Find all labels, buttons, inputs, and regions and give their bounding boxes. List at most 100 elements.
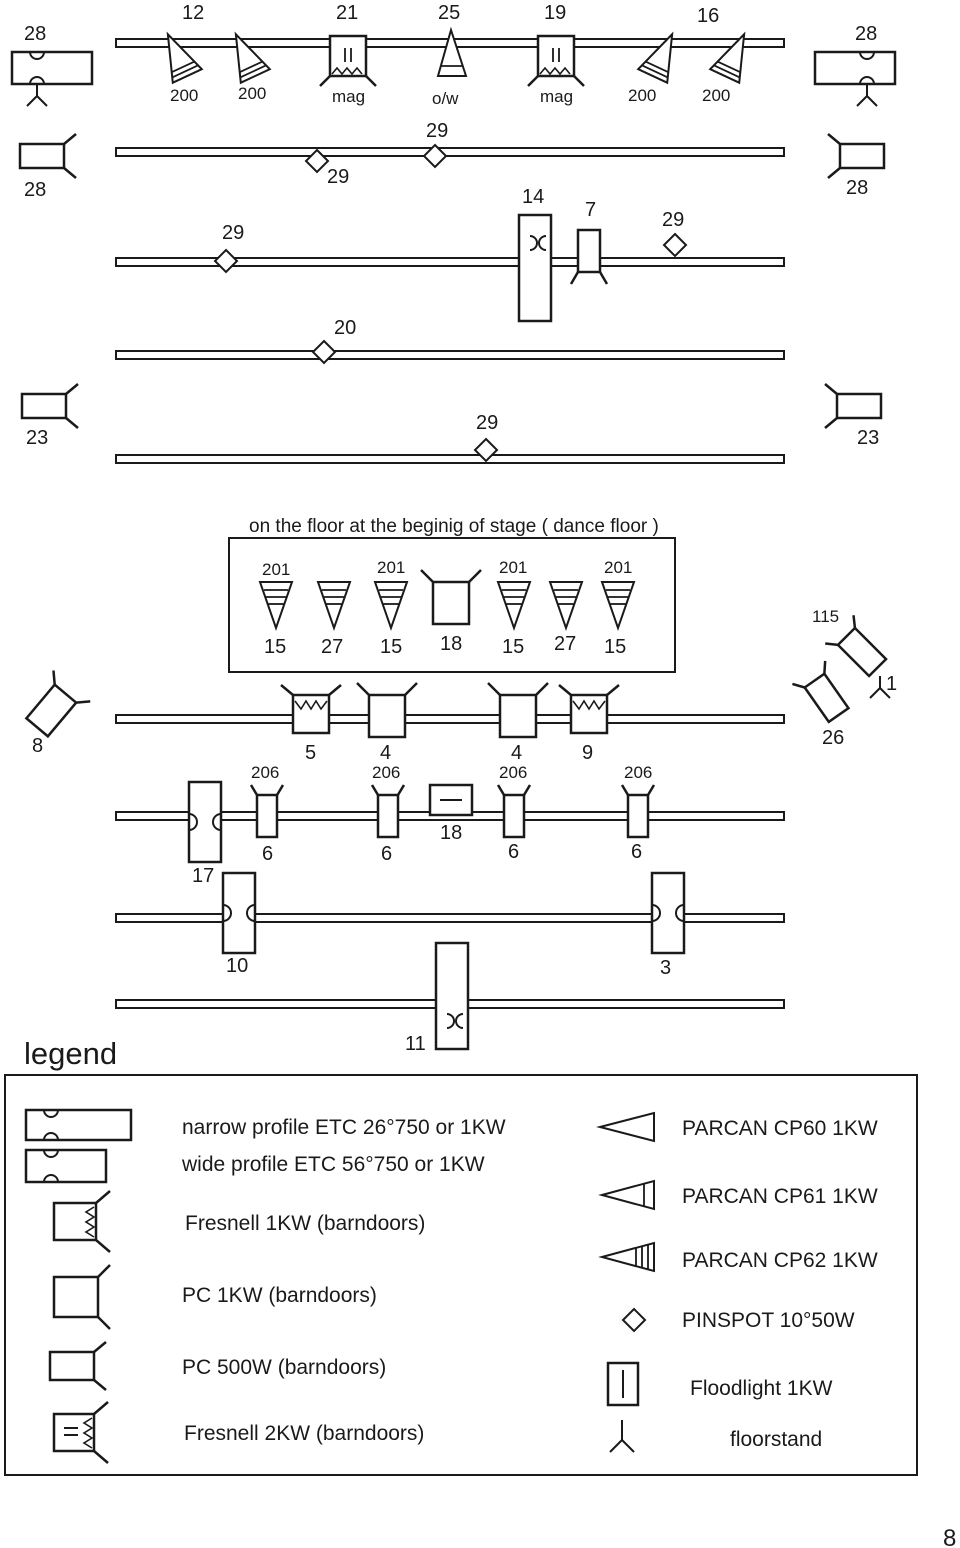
side-units: 8 115 1 26 (24, 607, 897, 757)
parcan-floor-1 (259, 581, 293, 629)
label-gel-ow: o/w (432, 89, 459, 108)
row-6: 5 4 4 9 (279, 681, 621, 764)
pipe-4 (115, 350, 785, 360)
label-floor-c7: 15 (604, 636, 626, 658)
label-floor-c3: 15 (380, 636, 402, 658)
row-4: 20 (312, 317, 356, 364)
profile-14 (517, 213, 553, 323)
label-r2-ch29b: 29 (426, 120, 448, 142)
label-gel-b: 200 (238, 84, 266, 103)
label-floor-c6: 27 (554, 633, 576, 655)
label-r3-ch14: 14 (522, 186, 544, 208)
legend-parcan-cp61-icon (598, 1179, 655, 1211)
label-r6-ch4b: 4 (511, 742, 522, 764)
label-floor-g3: 201 (499, 558, 527, 577)
legend-fresnel-1kw-icon (52, 1190, 111, 1253)
pc-500w-28-left (18, 132, 78, 180)
label-ch21: 21 (336, 2, 358, 24)
label-r3-ch29a: 29 (222, 222, 244, 244)
pc-500w-23-right (823, 382, 883, 430)
parcan-12b (234, 31, 272, 85)
pc-500w-26 (792, 660, 851, 724)
profile-3 (650, 871, 686, 955)
label-r6-ch9: 9 (582, 742, 593, 764)
label-r7-ch6b: 6 (381, 843, 392, 865)
label-r7-g1: 206 (251, 763, 279, 782)
label-r5-ch29: 29 (476, 412, 498, 434)
label-side-ch26: 26 (822, 727, 844, 749)
label-ch28-right: 28 (855, 23, 877, 45)
pc-500w-115 (825, 615, 888, 678)
profile-28-left (10, 50, 94, 107)
label-r2-ch28-left: 28 (24, 179, 46, 201)
label-floor-c4: 18 (440, 633, 462, 655)
legend-floodlight: Floodlight 1KW (690, 1377, 833, 1400)
legend-fresnel-2kw-icon (52, 1401, 109, 1464)
label-r5-ch23-right: 23 (857, 427, 879, 449)
parcan-12a (166, 31, 204, 85)
pc-1kw-floor-18 (419, 568, 483, 626)
legend-floodlight-icon (606, 1361, 640, 1407)
legend-pc-1kw: PC 1KW (barndoors) (182, 1284, 377, 1307)
row-3: 29 14 7 29 (214, 186, 687, 323)
label-floor-c2: 27 (321, 636, 343, 658)
parcan-25 (436, 26, 468, 77)
label-r7-ch6d: 6 (631, 841, 642, 863)
label-ch12: 12 (182, 2, 204, 24)
label-r7-g2: 206 (372, 763, 400, 782)
label-r7-g4: 206 (624, 763, 652, 782)
pc-500w-7 (569, 228, 609, 285)
label-gel-mag-b: mag (540, 87, 573, 106)
fresnel-1kw-9 (557, 683, 621, 735)
label-ch19: 19 (544, 2, 566, 24)
legend-box (4, 1074, 918, 1476)
legend-parcan-cp61: PARCAN CP61 1KW (682, 1185, 878, 1208)
label-r8-ch10: 10 (226, 955, 248, 977)
label-r8-ch3: 3 (660, 957, 671, 979)
label-floor-c5: 15 (502, 636, 524, 658)
row-2: 28 29 29 28 (18, 120, 886, 201)
legend-parcan-cp62: PARCAN CP62 1KW (682, 1249, 878, 1272)
pinspot-29c (214, 249, 238, 273)
pipe-3 (115, 257, 785, 267)
label-side-ch8: 8 (32, 735, 43, 757)
pipe-6 (115, 714, 785, 724)
parcan-16a (636, 31, 674, 85)
profile-10 (221, 871, 257, 955)
profile-11 (434, 941, 470, 1051)
label-r7-ch6a: 6 (262, 843, 273, 865)
label-ch25: 25 (438, 2, 460, 24)
legend-pc-500w: PC 500W (barndoors) (182, 1356, 386, 1379)
label-side-ch115: 115 (812, 607, 839, 626)
page-number: 8 (943, 1525, 956, 1548)
label-r5-ch23-left: 23 (26, 427, 48, 449)
floor-box (228, 537, 676, 673)
label-floor-g4: 201 (604, 558, 632, 577)
pc-500w-28-right (826, 132, 886, 180)
fresnel-1kw-5 (279, 683, 343, 735)
profile-17 (187, 780, 223, 864)
row-7: 206 206 206 206 6 6 18 6 6 17 (187, 763, 656, 887)
label-gel-d: 200 (702, 86, 730, 105)
label-r7-ch17: 17 (192, 865, 214, 887)
parcan-floor-5 (549, 581, 583, 629)
label-floor-c1: 15 (264, 636, 286, 658)
label-r7-ch6c: 6 (508, 841, 519, 863)
floor-section: on the floor at the beginig of stage ( d… (228, 516, 676, 673)
legend-pinspot: PINSPOT 10°50W (682, 1309, 855, 1332)
legend-title: legend (24, 1036, 117, 1071)
legend-wide-profile-icon (24, 1148, 108, 1184)
parcan-16b (708, 31, 746, 85)
row-8: 10 3 (221, 871, 686, 979)
label-floor-g2: 201 (377, 558, 405, 577)
fresnel-2kw-19 (527, 34, 585, 87)
pc-500w-23-left (20, 382, 80, 430)
pc-500w-6b (370, 783, 406, 839)
pc-1kw-4b (486, 681, 550, 739)
label-r4-ch20: 20 (334, 317, 356, 339)
label-ch28-left: 28 (24, 23, 46, 45)
legend-fresnel-2kw: Fresnell 2KW (barndoors) (184, 1422, 424, 1445)
legend-narrow-profile-icon (24, 1108, 133, 1142)
legend-narrow-profile: narrow profile ETC 26°750 or 1KW (182, 1116, 506, 1139)
label-r7-g3: 206 (499, 763, 527, 782)
